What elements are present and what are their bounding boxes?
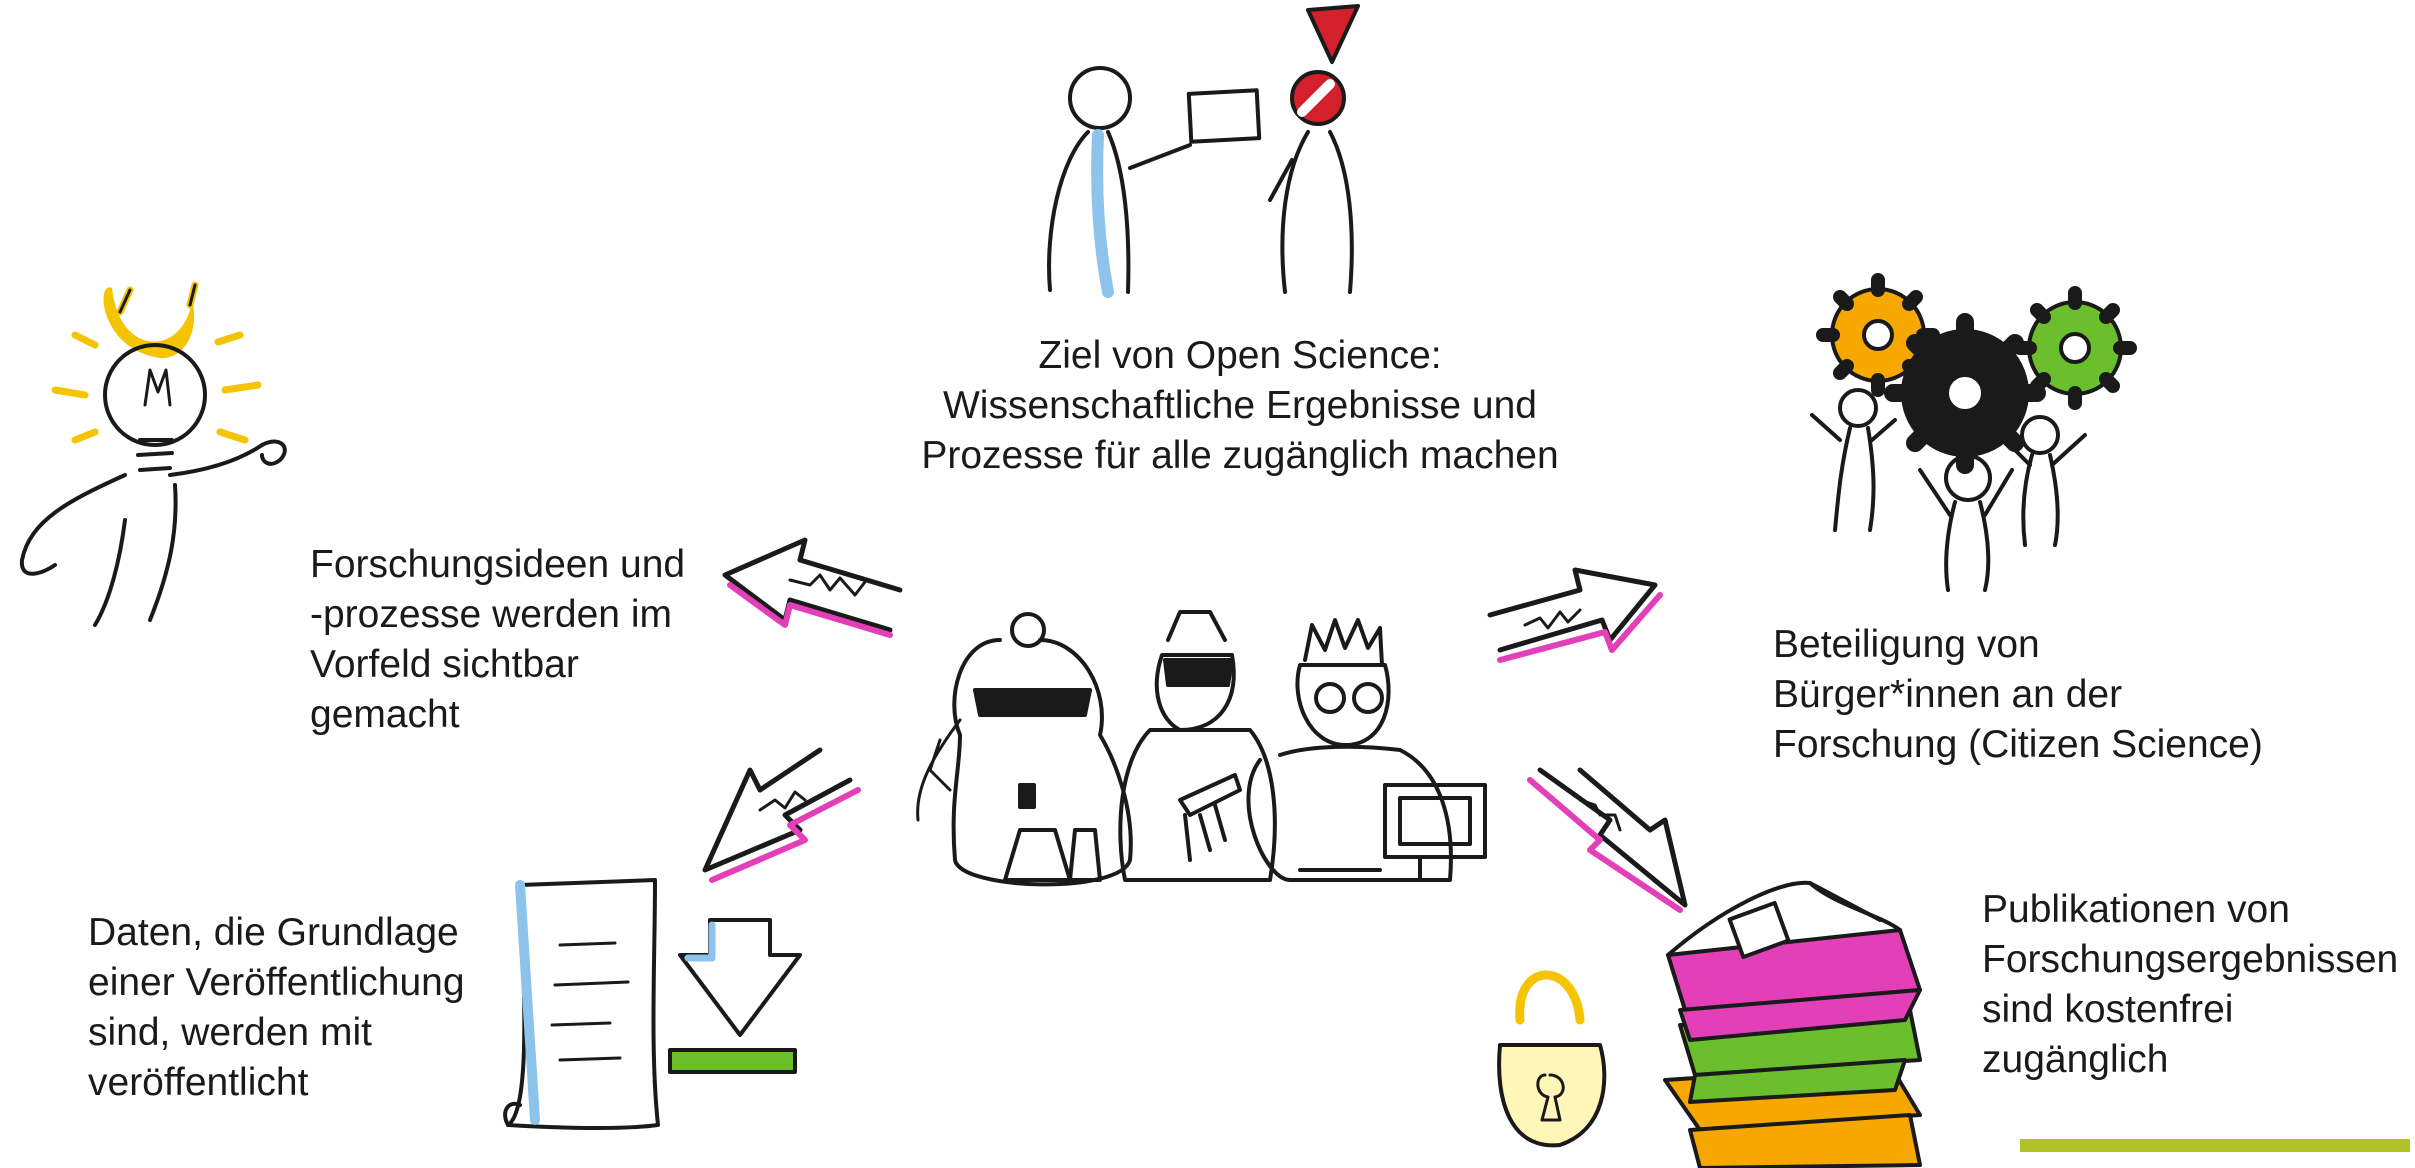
citizen-line-1: Beteiligung von (1773, 623, 2040, 666)
publications-line-4: zugänglich (1982, 1038, 2169, 1081)
lightbulb-idea-icon (19, 281, 287, 627)
ideas-line-2: -prozesse werden im (310, 593, 672, 636)
ideas-line-3: Vorfeld sichtbar (310, 643, 579, 686)
publications-line-3: sind kostenfrei (1982, 988, 2234, 1031)
data-line-2: einer Veröffentlichung (88, 961, 465, 1004)
publications-line-2: Forschungsergebnissen (1982, 938, 2399, 981)
arrow-to-citizen-icon (1487, 567, 1663, 663)
publications-text: Publikationen von Forschungsergebnissen … (1982, 885, 2398, 1085)
books-stack-icon (1663, 880, 1922, 1168)
data-line-3: sind, werden mit (88, 1011, 372, 1054)
arrow-to-publications-icon (1527, 767, 1688, 913)
citizen-line-2: Bürger*innen an der (1773, 673, 2123, 716)
open-lock-icon (1497, 970, 1607, 1148)
gears-people-icon (1810, 273, 2137, 592)
data-text: Daten, die Grundlage einer Veröffentlich… (88, 908, 465, 1108)
data-line-4: veröffentlicht (88, 1061, 309, 1104)
goal-text: Ziel von Open Science: Wissenschaftliche… (915, 331, 1565, 481)
data-line-1: Daten, die Grundlage (88, 911, 459, 954)
goal-line-1: Ziel von Open Science: (1038, 334, 1442, 377)
publications-line-1: Publikationen von (1982, 888, 2290, 931)
arrow-to-data-icon (702, 747, 861, 883)
ideas-line-1: Forschungsideen und (310, 543, 686, 586)
goal-line-2: Wissenschaftliche Ergebnisse und (943, 384, 1537, 427)
document-download-icon (503, 878, 802, 1131)
arrow-to-ideas-icon (722, 537, 903, 638)
sharing-people-icon (1047, 4, 1360, 298)
accent-bar (2020, 1139, 2410, 1152)
ideas-line-4: gemacht (310, 693, 460, 736)
citizen-line-3: Forschung (Citizen Science) (1773, 723, 2263, 766)
ideas-text: Forschungsideen und -prozesse werden im … (310, 540, 685, 740)
citizen-text: Beteiligung von Bürger*innen an der Fors… (1773, 620, 2263, 770)
goal-line-3: Prozesse für alle zugänglich machen (921, 434, 1559, 477)
researchers-group-icon (916, 610, 1487, 887)
